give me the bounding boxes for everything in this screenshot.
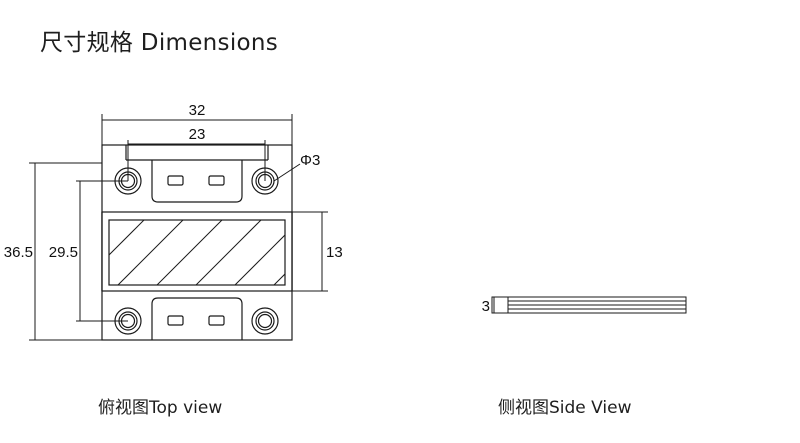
window-outer [101,211,293,292]
page-title: 尺寸规格 Dimensions [40,30,279,56]
window-hatch [109,220,285,285]
top-view-dimension-labels: 32 23 Φ3 36.5 29.5 13 [4,102,343,261]
top-view-caption: 俯视图Top view [98,398,223,418]
dim-label-13: 13 [326,244,343,261]
dim-label-36-5: 36.5 [4,244,33,261]
dim-label-diameter: Φ3 [300,152,320,169]
top-view [101,144,293,341]
mounting-hole-bottom-right [251,307,279,335]
dim-label-23: 23 [189,126,206,143]
top-slot-left [167,175,184,186]
dim-label-29-5: 29.5 [49,244,78,261]
top-bracket [151,160,243,203]
dim-diameter-leader [273,163,301,182]
bottom-slot-left [167,315,184,326]
bottom-slot-right [208,315,225,326]
window-inner [108,219,286,286]
side-view [491,296,687,314]
top-view-dimensions [29,114,328,341]
dim-label-thickness: 3 [482,298,490,315]
bottom-bracket [151,297,243,340]
top-slot-right [208,175,225,186]
side-view-caption: 侧视图Side View [498,398,632,418]
dim-label-32: 32 [189,102,206,119]
